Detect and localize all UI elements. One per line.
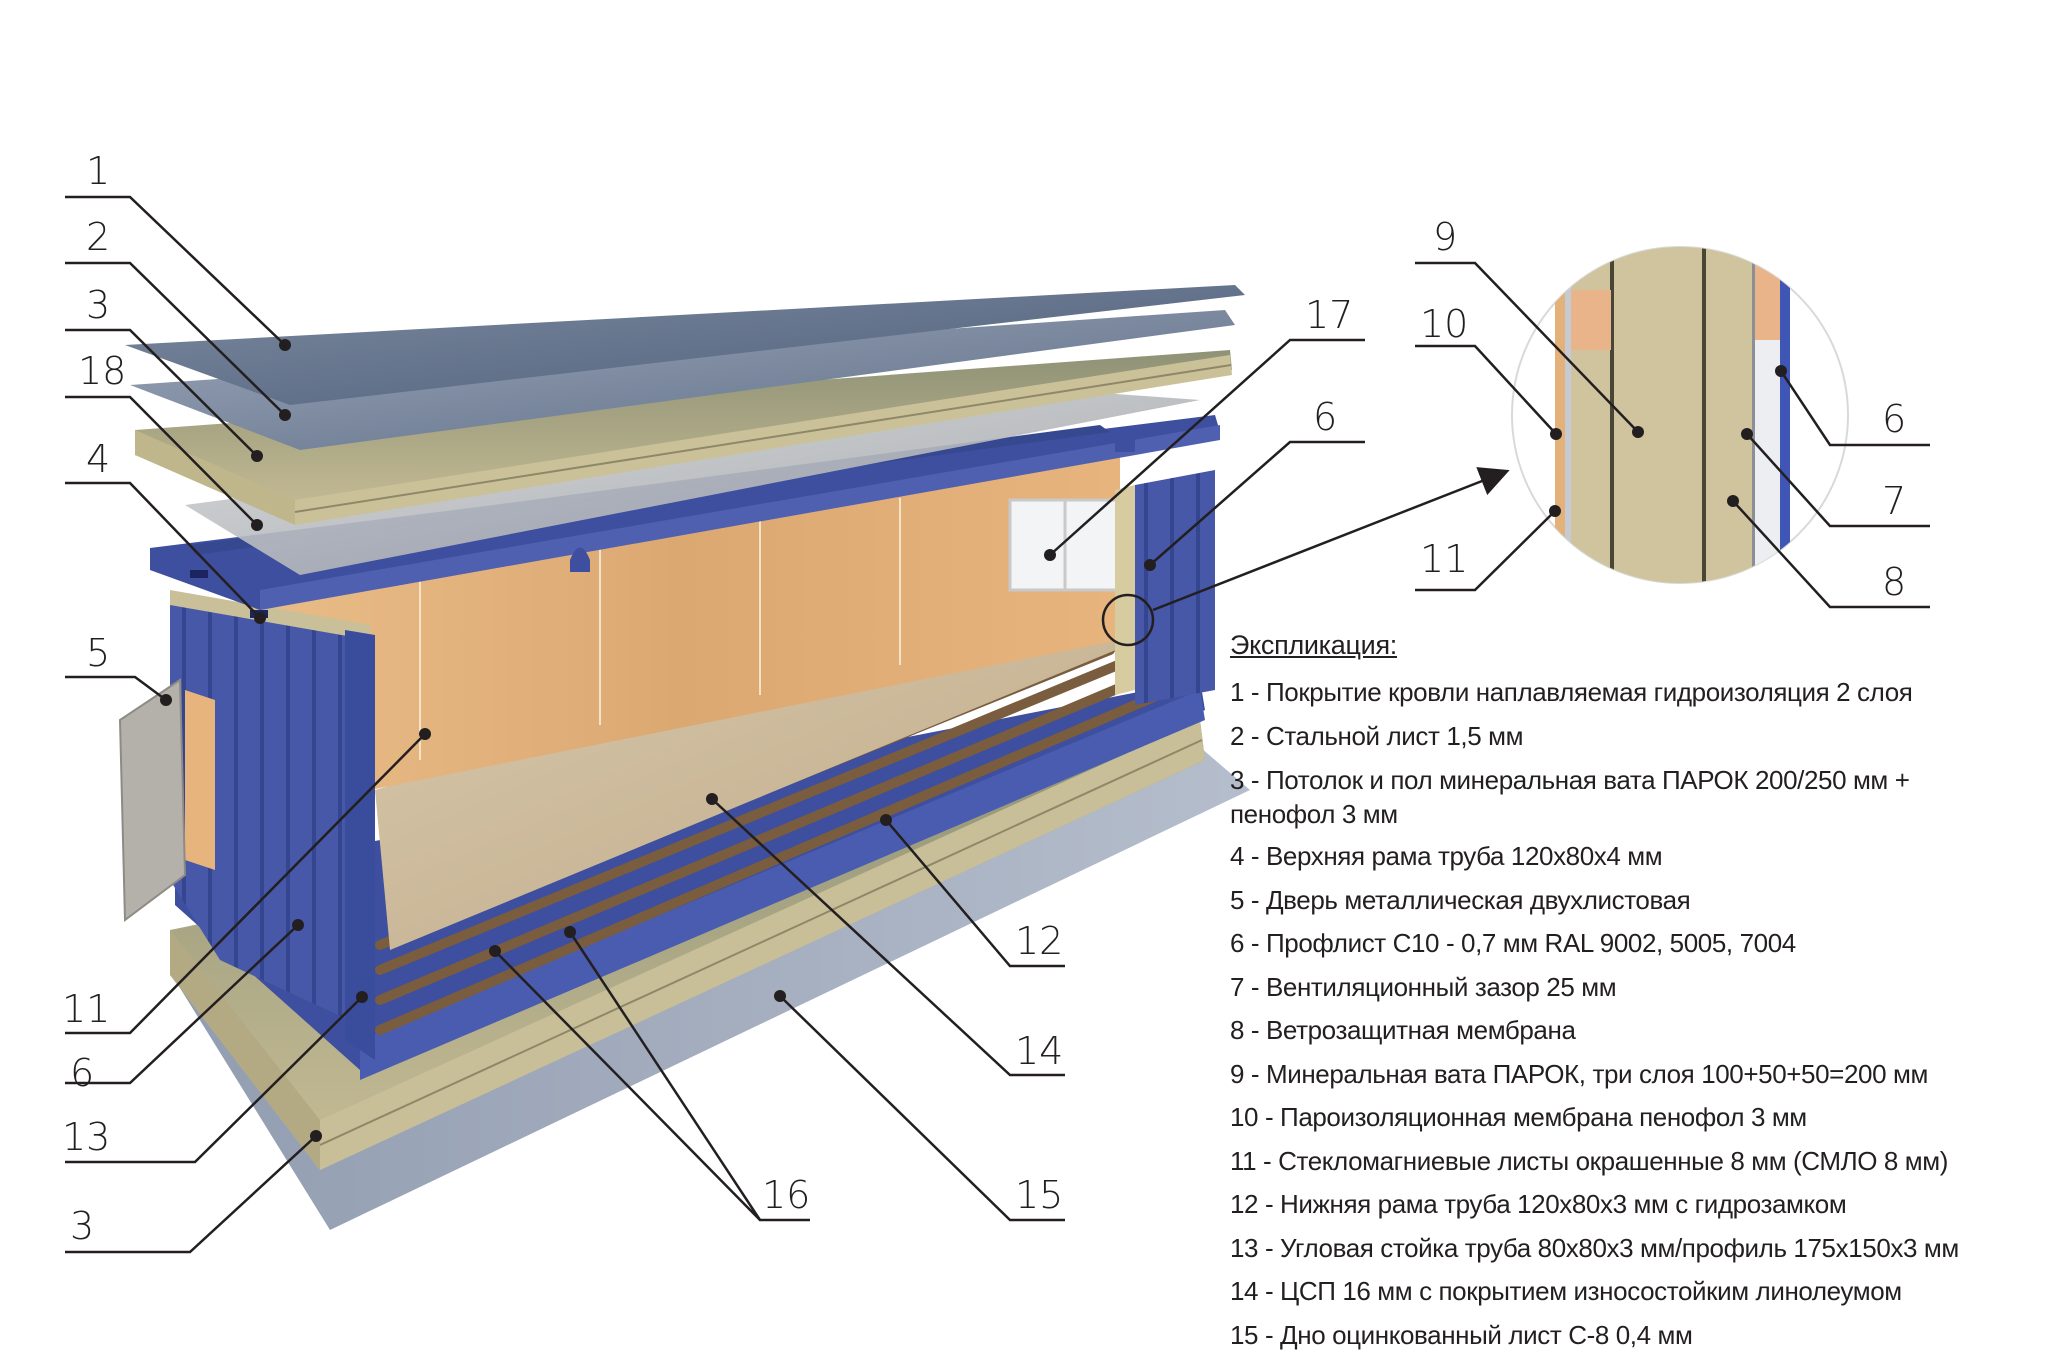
ceiling-mineral-wool	[135, 350, 1232, 525]
legend-item: 5 - Дверь металлическая двухлистовая	[1230, 884, 1691, 915]
callout-4: 4	[86, 437, 111, 481]
callout-11-inset: 11	[1420, 537, 1469, 581]
callout-16: 16	[762, 1173, 811, 1217]
legend-item: 11 - Стекломагниевые листы окрашенные 8 …	[1230, 1145, 1949, 1176]
callout-9: 9	[1433, 215, 1458, 259]
legend-title: Экспликация:	[1230, 630, 1397, 660]
legend-item: 1 - Покрытие кровли наплавляемая гидроиз…	[1230, 677, 1913, 707]
callout-5: 5	[86, 631, 111, 675]
callout-17: 17	[1305, 293, 1354, 337]
window	[1008, 498, 1122, 592]
roof-membrane	[125, 285, 1245, 405]
floor-mineral-wool	[170, 720, 1205, 1170]
legend-item: 3 - Потолок и пол минеральная вата ПАРОК…	[1230, 765, 1910, 829]
legend-item: 14 - ЦСП 16 мм с покрытием износостойким…	[1230, 1276, 1902, 1306]
legend: Экспликация: 1 - Покрытие кровли наплавл…	[1230, 630, 2030, 1357]
callout-14: 14	[1015, 1029, 1064, 1073]
callout-6-left: 6	[70, 1051, 95, 1095]
legend-item: 8 - Ветрозащитная мембрана	[1230, 1015, 1576, 1045]
callout-10: 10	[1420, 302, 1469, 346]
legend-item: 12 - Нижняя рама труба 120х80х3 мм с гид…	[1230, 1189, 1847, 1219]
steel-sheet	[130, 310, 1235, 450]
wall-section-inset	[1511, 246, 1849, 584]
callout-7: 7	[1882, 479, 1907, 523]
callout-8: 8	[1882, 560, 1907, 604]
right-end-wall	[1115, 470, 1215, 705]
callout-1: 1	[86, 149, 111, 193]
left-end-wall	[170, 590, 375, 1060]
callout-2: 2	[86, 215, 111, 259]
floor-linoleum	[375, 620, 1140, 950]
door-leaf	[118, 678, 187, 922]
callout-6-right: 6	[1313, 395, 1338, 439]
legend-item: 10 - Пароизоляционная мембрана пенофол 3…	[1230, 1102, 1807, 1132]
callout-6-inset: 6	[1882, 397, 1907, 441]
callout-12: 12	[1015, 919, 1064, 963]
leader-dots	[160, 339, 1787, 1142]
foil-layer	[185, 390, 1200, 575]
callout-15: 15	[1015, 1173, 1064, 1217]
callout-13: 13	[62, 1115, 111, 1159]
legend-item: 9 - Минеральная вата ПАРОК, три слоя 100…	[1230, 1058, 1928, 1089]
legend-item: 13 - Угловая стойка труба 80х80х3 мм/про…	[1230, 1232, 1959, 1263]
legend-item: 6 - Профлист С10 - 0,7 мм RAL 9002, 5005…	[1230, 928, 1796, 958]
legend-item: 4 - Верхняя рама труба 120х80х4 мм	[1230, 841, 1663, 871]
callout-18: 18	[78, 349, 127, 393]
callout-3-ceiling: 3	[86, 283, 111, 327]
callout-3-floor: 3	[70, 1204, 95, 1248]
detail-marker-circle	[1101, 593, 1155, 647]
legend-item: 7 - Вентиляционный зазор 25 мм	[1230, 971, 1617, 1002]
legend-item: 2 - Стальной лист 1,5 мм	[1230, 720, 1524, 751]
callout-11-left: 11	[62, 987, 111, 1031]
interior-wall-panels	[240, 455, 1120, 790]
legend-item: 15 - Дно оцинкованный лист С-8 0,4 мм	[1230, 1319, 1693, 1350]
leader-lines	[65, 195, 1930, 1254]
detail-arrow	[1152, 467, 1510, 612]
